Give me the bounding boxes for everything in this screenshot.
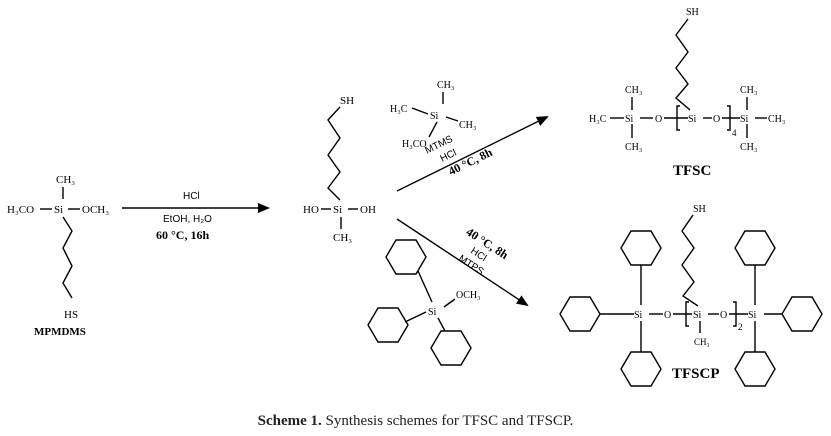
mtps-silicon: Si (428, 307, 437, 318)
tfscp-label: TFSCP (672, 366, 720, 382)
step1-solvent: EtOH, H₂O (163, 214, 212, 225)
tfsc-arrow (396, 116, 549, 192)
mtms-molecule: CH₃ H₃C Si CH₃ H₃CO (390, 80, 476, 150)
tfscp-phenyl-top-left (620, 230, 662, 266)
silanediol-hydroxy-left: HO (303, 204, 319, 216)
tfscp-molecule: Si O SH Si CH₃ O 2 Si TFSCP (559, 204, 823, 387)
silanediol-hydroxy-right: OH (360, 204, 376, 216)
step1-reagent: HCl (183, 191, 200, 202)
tfscp-oxygen-left: O (664, 310, 671, 321)
tfscp-phenyl-bottom-left (620, 351, 662, 387)
tfscp-methyl: CH₃ (694, 337, 710, 347)
step1-conditions: 60 °C, 16h (156, 228, 209, 242)
tfsc-methyl-top-right: CH₃ (740, 85, 757, 96)
mtps-phenyl-top (385, 239, 427, 275)
tfsc-oxygen-left: O (655, 114, 662, 125)
tfscp-conditions: 40 °C, 8h (464, 225, 511, 263)
tfscp-phenyl-top-right (734, 230, 776, 266)
mtps-methoxy: OCH₃ (456, 290, 481, 301)
caption-label: Scheme 1. (257, 413, 322, 429)
mpmdms-methyl: CH₃ (56, 174, 75, 186)
silanediol-methyl: CH₃ (333, 232, 352, 244)
silanediol-thiol: SH (340, 95, 354, 107)
mpmdms-thiol: HS (64, 309, 78, 321)
mtms-methyl-left: H₃C (390, 104, 408, 115)
tfscp-phenyl-right (781, 296, 823, 332)
tfsc-methyl-end-right: CH₃ (768, 114, 785, 125)
tfsc-molecule: SH H₃C Si CH₃ CH₃ O Si O 4 Si CH₃ CH₃ CH… (589, 7, 785, 179)
tfsc-label: TFSC (673, 163, 711, 179)
mtms-methyl-right: CH₃ (459, 120, 476, 131)
tfsc-thiol: SH (686, 7, 699, 18)
tfsc-methyl-end-left: H₃C (589, 114, 607, 125)
tfscp-thiol: SH (693, 204, 706, 215)
tfsc-silicon-mid: Si (688, 114, 697, 125)
tfscp-phenyl-bottom-right (734, 351, 776, 387)
silanediol-silicon: Si (333, 204, 342, 216)
tfscp-silicon-left: Si (634, 310, 643, 321)
tfsc-methyl-top-left: CH₃ (625, 85, 642, 96)
tfsc-silicon-right: Si (740, 114, 749, 125)
tfsc-silicon-left: Si (625, 114, 634, 125)
mpmdms-methoxy-left: H₃CO (7, 204, 34, 216)
mtps-phenyl-bottom (430, 330, 472, 366)
tfscp-silicon-right: Si (748, 310, 757, 321)
mtps-phenyl-left (367, 307, 409, 343)
tfsc-oxygen-right: O (713, 114, 720, 125)
tfscp-repeat-count: 2 (738, 322, 743, 332)
tfsc-repeat-count: 4 (732, 128, 737, 138)
tfscp-silicon-mid: Si (693, 310, 702, 321)
step1-arrow-group: HCl EtOH, H₂O 60 °C, 16h (122, 191, 270, 242)
mtms-silicon: Si (430, 111, 439, 122)
scheme-caption: Scheme 1. Synthesis schemes for TFSC and… (0, 413, 831, 430)
tfscp-oxygen-right: O (720, 310, 727, 321)
silanediol-molecule: SH HO Si OH CH₃ (303, 95, 376, 244)
mpmdms-molecule: CH₃ H₃CO Si OCH₃ HS MPMDMS (7, 174, 109, 338)
mtms-methyl-top: CH₃ (437, 80, 454, 91)
mpmdms-methoxy-right: OCH₃ (82, 204, 109, 216)
mtms-methoxy: H₃CO (402, 139, 427, 150)
tfscp-phenyl-left (559, 296, 601, 332)
tfsc-methyl-bottom-left: CH₃ (625, 142, 642, 153)
tfscp-arrow (396, 218, 529, 307)
mpmdms-silicon: Si (54, 204, 63, 216)
tfsc-methyl-bottom-right: CH₃ (740, 142, 757, 153)
caption-text: Synthesis schemes for TFSC and TFSCP. (325, 413, 574, 429)
mpmdms-label: MPMDMS (34, 326, 86, 338)
mtps-molecule: Si OCH₃ (367, 239, 481, 366)
